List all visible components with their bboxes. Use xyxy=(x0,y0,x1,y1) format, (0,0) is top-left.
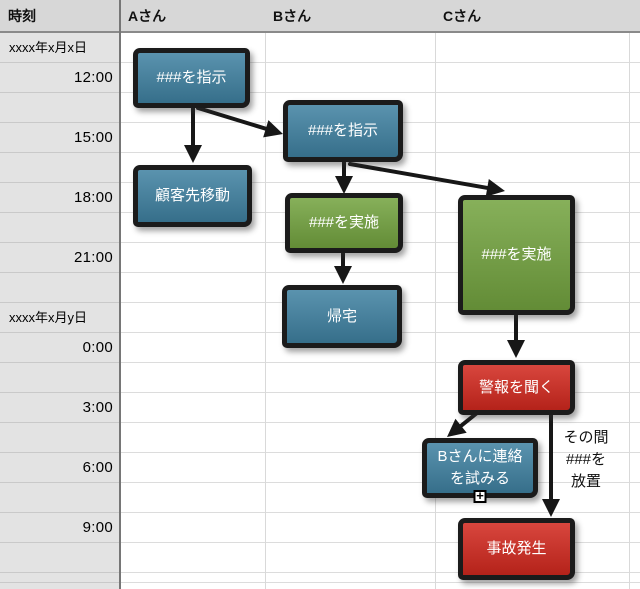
side-note: その間 ###を 放置 xyxy=(553,427,619,493)
time-row-label: 6:00 xyxy=(82,459,113,476)
node-c1[interactable]: ###を実施 xyxy=(458,195,575,315)
time-row-label: 18:00 xyxy=(73,189,113,206)
node-c3[interactable]: Bさんに連絡を試みる + xyxy=(422,438,538,503)
grid-hline xyxy=(0,242,120,243)
node-b3[interactable]: 帰宅 xyxy=(282,285,402,348)
grid-hline xyxy=(0,392,120,393)
table-header-row xyxy=(0,0,640,33)
time-row-label: 15:00 xyxy=(73,129,113,146)
node-c4[interactable]: 事故発生 xyxy=(458,518,575,580)
expand-icon[interactable]: + xyxy=(473,489,487,503)
node-label: ###を実施 xyxy=(308,214,380,232)
grid-hline xyxy=(0,152,120,153)
grid-hline xyxy=(0,362,120,363)
header-cell-time: 時刻 xyxy=(8,8,36,24)
flow-arrow-5 xyxy=(334,250,352,284)
time-row-label: 3:00 xyxy=(82,399,113,416)
side-note-line: その間 xyxy=(563,429,609,446)
header-cell-person-c: Cさん xyxy=(443,8,482,24)
grid-hline xyxy=(120,452,640,453)
grid-hline xyxy=(0,512,120,513)
header-cell-person-b: Bさん xyxy=(273,8,312,24)
flow-arrow-6 xyxy=(507,312,525,358)
grid-hline xyxy=(0,572,120,573)
grid-hline xyxy=(120,572,640,573)
side-note-line: ###を xyxy=(565,451,607,468)
date-row-label: xxxx年x月x日 xyxy=(9,40,88,55)
node-label: 事故発生 xyxy=(486,540,547,558)
date-row-label: xxxx年x月y日 xyxy=(9,310,88,325)
grid-vline-a-b xyxy=(265,33,266,589)
grid-hline xyxy=(0,212,120,213)
flow-arrow-1 xyxy=(184,105,202,163)
grid-hline xyxy=(0,302,120,303)
grid-hline xyxy=(0,452,120,453)
node-b2[interactable]: ###を実施 xyxy=(285,193,403,253)
grid-hline xyxy=(120,92,640,93)
grid-vline-b-c xyxy=(435,33,436,589)
grid-hline xyxy=(120,272,640,273)
node-label: ###を指示 xyxy=(307,122,379,140)
time-row-label: 9:00 xyxy=(82,519,113,536)
grid-hline xyxy=(120,582,640,583)
node-label: 警報を聞く xyxy=(478,378,554,396)
grid-hline xyxy=(120,482,640,483)
grid-hline xyxy=(0,542,120,543)
node-label: 帰宅 xyxy=(326,307,357,325)
node-label: 顧客先移動 xyxy=(154,187,230,205)
node-label: ###を実施 xyxy=(481,246,552,264)
grid-hline xyxy=(0,422,120,423)
grid-hline xyxy=(120,512,640,513)
grid-hline xyxy=(0,582,120,583)
grid-hline xyxy=(0,92,120,93)
node-a1[interactable]: ###を指示 xyxy=(133,48,250,108)
time-row-label: 12:00 xyxy=(73,69,113,86)
time-row-label: 0:00 xyxy=(82,339,113,356)
node-a2[interactable]: 顧客先移動 xyxy=(133,165,252,227)
flow-arrow-4 xyxy=(348,162,505,197)
grid-hline xyxy=(0,332,120,333)
grid-hline xyxy=(120,392,640,393)
node-b1[interactable]: ###を指示 xyxy=(283,100,403,162)
node-label: ###を指示 xyxy=(156,69,227,87)
grid-hline xyxy=(120,362,640,363)
time-column-background xyxy=(0,33,120,589)
time-column-border xyxy=(119,0,121,589)
grid-hline xyxy=(120,62,640,63)
side-note-line: 放置 xyxy=(570,473,601,490)
grid-hline xyxy=(120,542,640,543)
grid-hline xyxy=(0,62,120,63)
grid-hline xyxy=(0,122,120,123)
time-row-label: 21:00 xyxy=(73,249,113,266)
grid-vline-right xyxy=(629,33,630,589)
grid-hline xyxy=(0,482,120,483)
node-c2[interactable]: 警報を聞く xyxy=(458,360,575,415)
grid-hline xyxy=(0,182,120,183)
node-label: Bさんに連絡を試みる xyxy=(437,448,523,487)
grid-hline xyxy=(120,422,640,423)
grid-hline xyxy=(0,272,120,273)
header-cell-person-a: Aさん xyxy=(128,8,167,24)
flow-arrow-3 xyxy=(335,160,353,194)
